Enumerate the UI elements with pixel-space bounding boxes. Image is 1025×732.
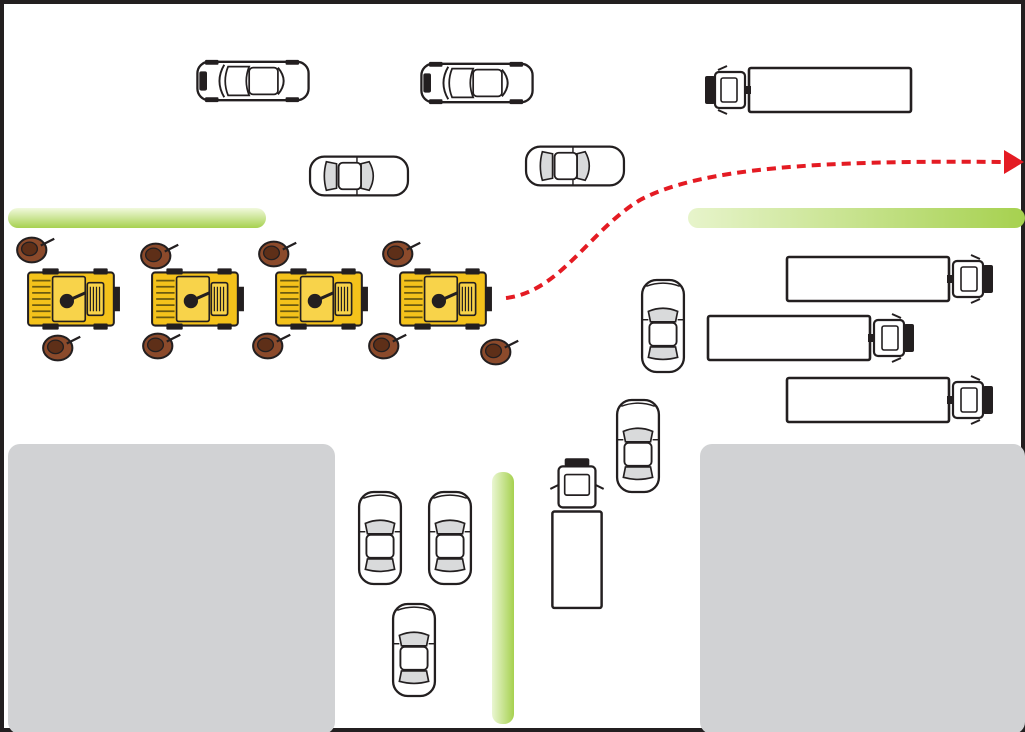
car-icon [524,145,626,187]
car-icon [615,398,661,494]
yellow-escort-vehicle [274,266,370,332]
car-icon [196,58,310,104]
truck-icon [703,64,913,116]
median-right [688,208,1025,228]
car-icon [640,278,686,374]
car-icon [308,155,410,197]
yellow-escort-vehicle [26,266,122,332]
city-block-left [8,444,335,732]
yellow-escort-vehicle [150,266,246,332]
route-path [505,159,1005,300]
city-block-right [700,444,1025,732]
truck-icon [706,312,916,364]
yellow-escort-vehicle [398,266,494,332]
arrow-head-icon [1004,150,1024,174]
car-icon [391,602,437,698]
median-center [492,472,514,724]
median-left [8,208,266,228]
car-icon [420,60,534,106]
car-icon [427,490,473,586]
truck-icon [785,253,995,305]
truck-icon [549,456,605,610]
car-icon [357,490,403,586]
truck-icon [785,374,995,426]
